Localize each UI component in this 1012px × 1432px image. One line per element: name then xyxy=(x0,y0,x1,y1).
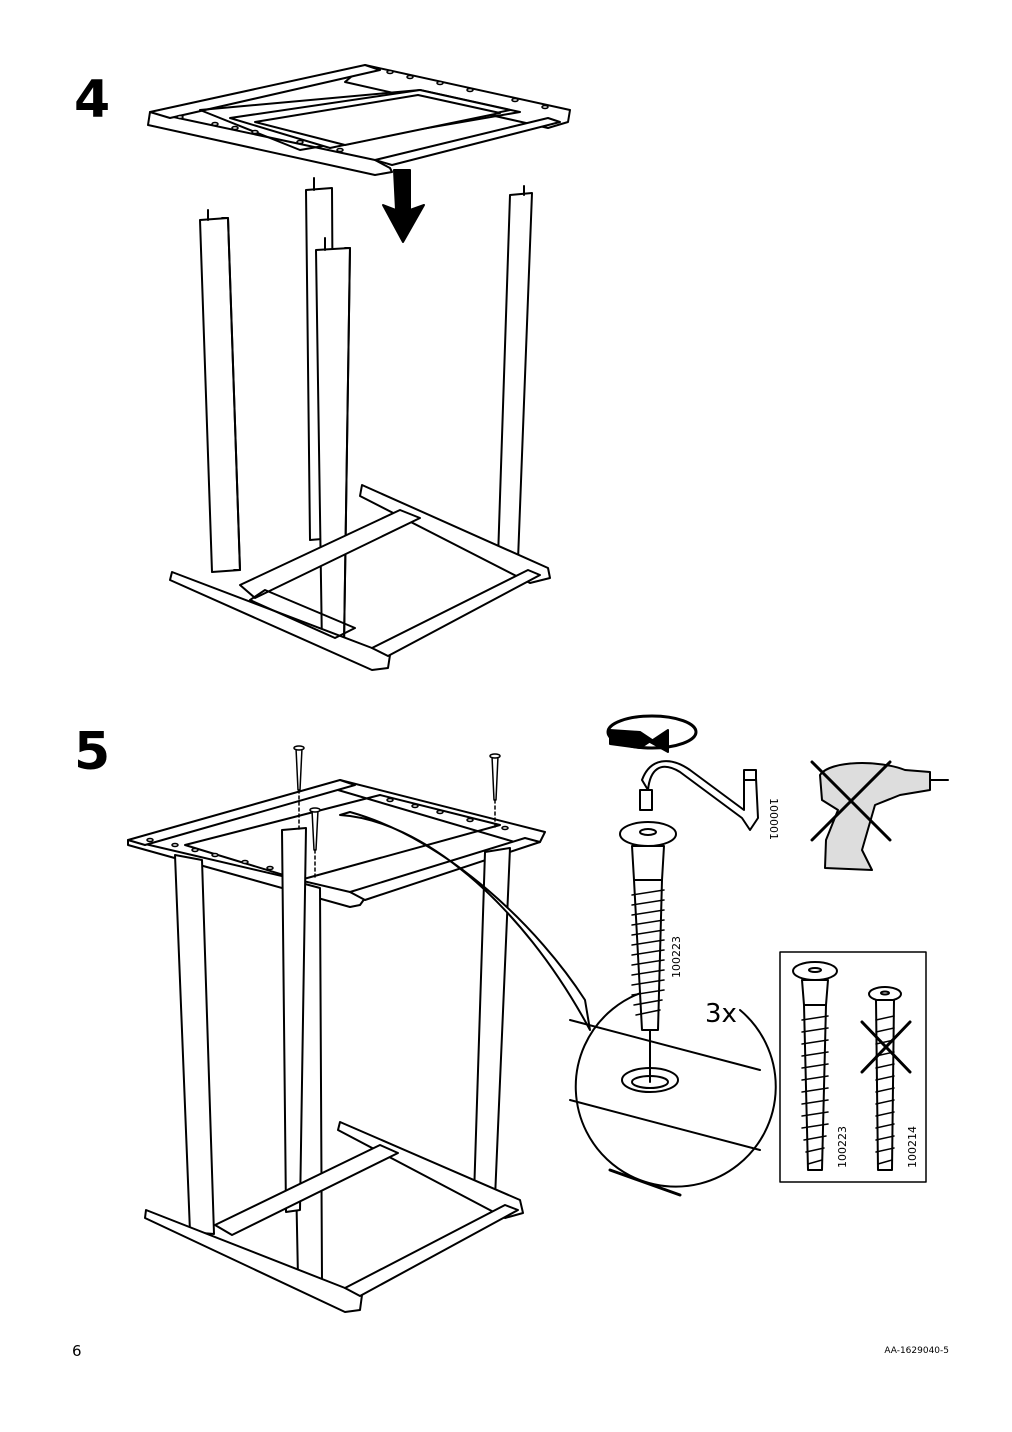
assembled-stool xyxy=(127,779,546,1313)
screw-100223-compare-icon xyxy=(792,961,838,1171)
zoom-callout-lines xyxy=(339,811,591,1031)
rotate-arrow-icon xyxy=(606,714,698,753)
screw-100214-compare-icon xyxy=(860,986,912,1171)
step-5-number: 5 xyxy=(74,722,111,782)
down-arrow-icon xyxy=(382,169,425,243)
part-label-100001: 100001 xyxy=(767,798,780,840)
step-4-number: 4 xyxy=(74,70,111,130)
base-frame xyxy=(169,484,551,671)
part-label-100223: 100223 xyxy=(670,936,683,978)
screw-comparison-box: 100223 100214 xyxy=(779,951,927,1183)
screw-100223-icon xyxy=(619,821,677,1031)
quantity-label: 3x xyxy=(705,999,737,1029)
zoom-detail-circle xyxy=(569,989,777,1197)
document-code: AA-1629040-5 xyxy=(884,1346,949,1356)
part-label-100214: 100214 xyxy=(906,1126,919,1168)
page-number: 6 xyxy=(72,1342,82,1360)
step-5-diagram: 100223 3x 100001 xyxy=(127,714,949,1313)
no-power-drill-icon xyxy=(810,760,949,871)
part-label-100223-compare: 100223 xyxy=(836,1126,849,1168)
step-4-diagram xyxy=(147,64,571,671)
legs xyxy=(199,177,533,648)
screws-in-position xyxy=(293,745,501,881)
top-frame xyxy=(147,64,571,176)
allen-key-icon xyxy=(639,760,759,831)
